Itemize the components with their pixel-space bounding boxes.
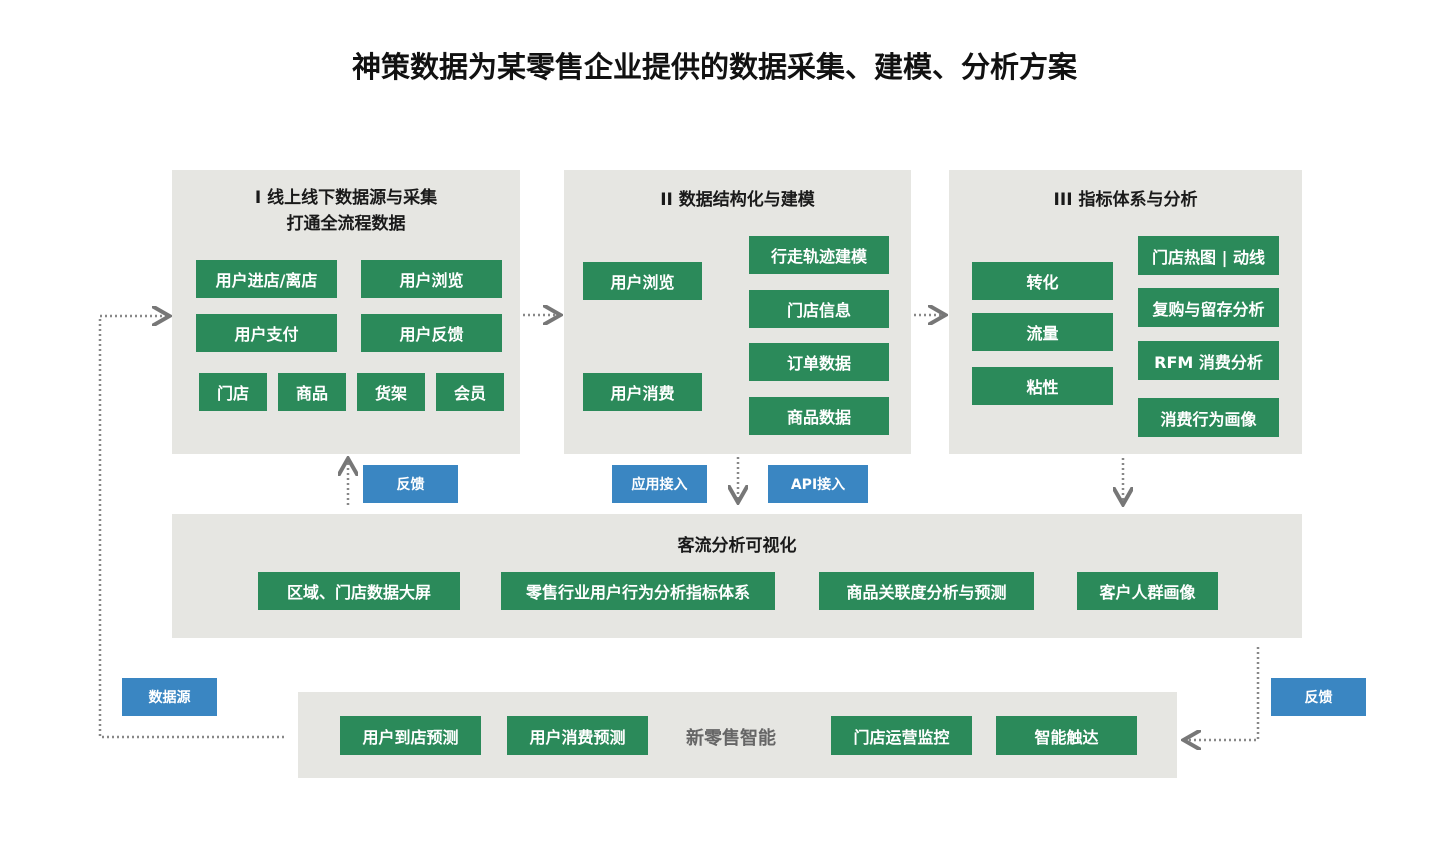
app-access-label: 应用接入 [612,465,707,503]
item-product: 商品 [278,373,346,411]
feedback-label: 反馈 [363,465,458,503]
item-user-consume: 用户消费 [583,373,702,411]
api-access-label: API接入 [768,465,868,503]
panel-heading: I 线上线下数据源与采集 [254,188,438,208]
item-user-browse: 用户浏览 [361,260,502,298]
item-trajectory-model: 行走轨迹建模 [749,236,889,274]
page-title: 神策数据为某零售企业提供的数据采集、建模、分析方案 [351,50,1077,84]
item-store-monitoring: 门店运营监控 [831,716,972,755]
panel-heading: III 指标体系与分析 [1053,190,1198,210]
item-rfm: RFM 消费分析 [1138,341,1279,380]
item-visit-prediction: 用户到店预测 [340,716,481,755]
item-store-entry-exit: 用户进店/离店 [196,260,337,298]
item-consumption-prediction: 用户消费预测 [507,716,648,755]
item-product-correlation: 商品关联度分析与预测 [819,572,1034,610]
item-order-data: 订单数据 [749,343,889,381]
panel-subheading: 打通全流程数据 [286,214,406,234]
item-conversion: 转化 [972,262,1113,300]
item-user-feedback: 用户反馈 [361,314,502,352]
item-store: 门店 [199,373,267,411]
item-store-info: 门店信息 [749,290,889,328]
item-product-data: 商品数据 [749,397,889,435]
new-retail-label: 新零售智能 [686,728,776,749]
item-member: 会员 [436,373,504,411]
item-retention: 复购与留存分析 [1138,288,1279,327]
item-user-browse: 用户浏览 [583,262,702,300]
datasource-label: 数据源 [122,678,217,716]
arrow-datasource-loop [98,316,284,739]
item-shelf: 货架 [357,373,425,411]
arrow-feedback-loop [1186,647,1260,740]
panel-heading: II 数据结构化与建模 [660,190,815,210]
item-user-payment: 用户支付 [196,314,337,352]
panel-data-collection: I 线上线下数据源与采集 打通全流程数据 [172,170,520,454]
panel-heading: 客流分析可视化 [677,536,797,556]
item-customer-segments: 客户人群画像 [1077,572,1218,610]
item-smart-reach: 智能触达 [996,716,1137,755]
item-heatmap: 门店热图 | 动线 [1138,236,1279,275]
feedback-right-label: 反馈 [1271,678,1366,716]
item-stickiness: 粘性 [972,367,1113,405]
item-behavior-metrics: 零售行业用户行为分析指标体系 [501,572,775,610]
item-dashboard: 区域、门店数据大屏 [258,572,460,610]
item-consumer-profile: 消费行为画像 [1138,398,1279,437]
item-traffic: 流量 [972,313,1113,351]
